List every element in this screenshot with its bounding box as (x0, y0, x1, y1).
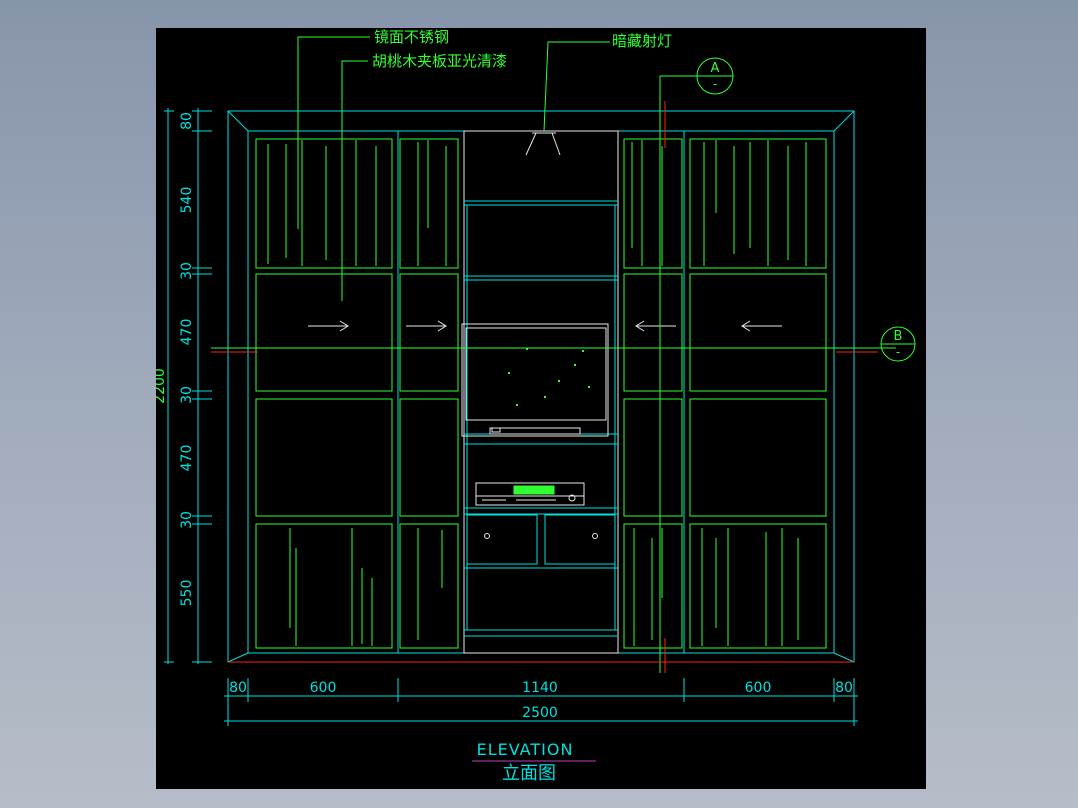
section-lines (211, 76, 896, 673)
title-english: ELEVATION (477, 740, 574, 759)
hdim-5: 80 (835, 680, 853, 696)
glass-reflection-lines (267, 140, 807, 646)
callout-stainless: 镜面不锈钢 (374, 28, 449, 46)
hdim-2: 600 (310, 680, 337, 696)
section-a-dash: - (713, 77, 717, 91)
section-marker-b: B - (880, 326, 916, 362)
vdim-6: 470 (179, 445, 195, 472)
section-marker-a: A - (660, 57, 734, 95)
horizontal-dimension-texts: 80 600 1140 600 80 2500 (229, 680, 853, 721)
right-inner-cabinet (617, 130, 685, 654)
hdim-4: 600 (745, 680, 772, 696)
horizontal-dimension-lines (224, 678, 858, 726)
section-b-dash: - (896, 345, 900, 359)
vdim-4: 470 (179, 319, 195, 346)
left-inner-cabinet (397, 130, 465, 654)
vdim-1: 80 (179, 112, 195, 130)
vertical-dimension-texts: 80 540 30 470 30 470 30 550 2200 (156, 112, 195, 606)
hidden-spotlight (525, 132, 561, 156)
center-drawers (466, 514, 616, 565)
vdim-8: 550 (179, 580, 195, 607)
vdim-total: 2200 (156, 368, 168, 404)
elevation-drawing: A - B - 镜面不锈钢 胡桃木夹板亚光清漆 暗藏射灯 (156, 28, 916, 784)
right-outer-cabinet (683, 130, 835, 654)
drawing-canvas[interactable]: A - B - 镜面不锈钢 胡桃木夹板亚光清漆 暗藏射灯 (156, 28, 926, 789)
callout-walnut: 胡桃木夹板亚光清漆 (372, 52, 507, 70)
vdim-3: 30 (179, 262, 195, 280)
leader-lines (297, 36, 610, 301)
dvd-player (475, 482, 585, 506)
title-chinese: 立面图 (502, 763, 556, 784)
tv-screen-speckles (508, 348, 590, 406)
sliding-door-arrows (308, 320, 782, 332)
vdim-5: 30 (179, 386, 195, 404)
drawing-title: ELEVATION 立面图 (472, 740, 596, 784)
cabinet-outer-frame (227, 110, 855, 663)
center-tv-unit (463, 130, 619, 654)
hdim-1: 80 (229, 680, 247, 696)
section-b-letter: B (894, 329, 903, 344)
vdim-7: 30 (179, 511, 195, 529)
television (461, 323, 609, 437)
vertical-dimension-lines (164, 108, 212, 664)
vdim-2: 540 (179, 187, 195, 214)
hdim-3: 1140 (522, 680, 558, 696)
section-a-letter: A (711, 61, 720, 76)
hdim-total: 2500 (522, 705, 558, 721)
callout-spotlight: 暗藏射灯 (612, 32, 672, 50)
